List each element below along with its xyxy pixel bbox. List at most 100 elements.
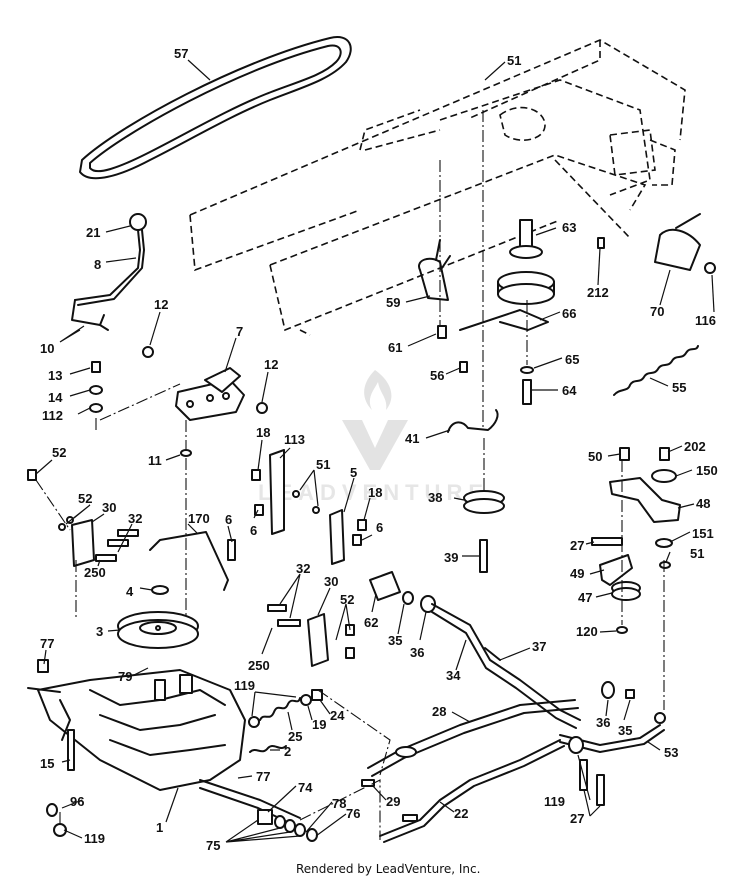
callout-22: 22 <box>454 806 468 821</box>
callout-12: 12 <box>264 357 278 372</box>
right-lower-hardware <box>568 736 605 806</box>
callout-53: 53 <box>664 745 678 760</box>
callout-labels: 57 51 21 8 63 212 70 116 12 10 7 59 66 6… <box>40 46 718 853</box>
callout-37: 37 <box>532 639 546 654</box>
callout-47: 47 <box>578 590 592 605</box>
callout-49: 49 <box>570 566 584 581</box>
callout-30: 30 <box>324 574 338 589</box>
callout-61: 61 <box>388 340 402 355</box>
callout-120: 120 <box>576 624 598 639</box>
callout-55: 55 <box>672 380 686 395</box>
callout-77: 77 <box>40 636 54 651</box>
idler-arm-48 <box>591 447 681 710</box>
callout-18: 18 <box>256 425 270 440</box>
callout-1: 1 <box>156 820 163 835</box>
callout-24: 24 <box>330 708 345 723</box>
callout-32: 32 <box>296 561 310 576</box>
center-brackets <box>251 449 367 565</box>
spring-55 <box>613 345 699 396</box>
callout-41: 41 <box>405 431 419 446</box>
callout-30: 30 <box>102 500 116 515</box>
callout-39: 39 <box>444 550 458 565</box>
callout-4: 4 <box>126 584 134 599</box>
upper-idler-area <box>418 110 716 430</box>
callout-79: 79 <box>118 669 132 684</box>
callout-6: 6 <box>250 523 257 538</box>
callout-28: 28 <box>432 704 446 719</box>
frame <box>189 39 686 336</box>
callout-27: 27 <box>570 538 584 553</box>
left-hardware <box>89 346 268 457</box>
callout-5: 5 <box>350 465 357 480</box>
footer-credit: Rendered by LeadVenture, Inc. <box>296 862 480 876</box>
callout-116: 116 <box>695 313 716 328</box>
callout-59: 59 <box>386 295 400 310</box>
callout-74: 74 <box>298 780 313 795</box>
callout-15: 15 <box>40 756 54 771</box>
callout-64: 64 <box>562 383 577 398</box>
callout-202: 202 <box>684 439 706 454</box>
callout-35: 35 <box>618 723 632 738</box>
callout-112: 112 <box>42 408 63 423</box>
callout-2: 2 <box>284 744 291 759</box>
callout-52: 52 <box>340 592 354 607</box>
callout-18: 18 <box>368 485 382 500</box>
callout-77: 77 <box>256 769 270 784</box>
callout-50: 50 <box>588 449 602 464</box>
callout-14: 14 <box>48 390 63 405</box>
rod-170 <box>149 458 236 620</box>
callout-250: 250 <box>84 565 106 580</box>
callout-6: 6 <box>225 512 232 527</box>
right-bracket-30 <box>267 604 355 667</box>
callout-119: 119 <box>234 678 255 693</box>
callout-32: 32 <box>128 511 142 526</box>
callout-6: 6 <box>376 520 383 535</box>
callout-36: 36 <box>596 715 610 730</box>
callout-48: 48 <box>696 496 710 511</box>
callout-11: 11 <box>148 453 162 468</box>
callout-96: 96 <box>70 794 84 809</box>
callout-7: 7 <box>236 324 243 339</box>
callout-212: 212 <box>587 285 609 300</box>
callout-70: 70 <box>650 304 664 319</box>
callout-34: 34 <box>446 668 461 683</box>
shift-lever <box>71 213 147 331</box>
callout-119: 119 <box>84 831 105 846</box>
callout-19: 19 <box>312 717 326 732</box>
callout-63: 63 <box>562 220 576 235</box>
transaxle-1 <box>27 659 301 827</box>
callout-65: 65 <box>565 352 579 367</box>
mounting-bracket <box>175 367 245 421</box>
callout-51: 51 <box>690 546 704 561</box>
callout-51: 51 <box>507 53 521 68</box>
callout-38: 38 <box>428 490 442 505</box>
callout-52: 52 <box>52 445 66 460</box>
callout-76: 76 <box>346 806 360 821</box>
callout-51: 51 <box>316 457 330 472</box>
callout-170: 170 <box>188 511 210 526</box>
callout-35: 35 <box>388 633 402 648</box>
callout-36: 36 <box>410 645 424 660</box>
callout-151: 151 <box>692 526 714 541</box>
control-rods <box>361 699 579 843</box>
callout-113: 113 <box>284 432 305 447</box>
callout-150: 150 <box>696 463 718 478</box>
callout-66: 66 <box>562 306 576 321</box>
callout-3: 3 <box>96 624 103 639</box>
callout-8: 8 <box>94 257 101 272</box>
callout-56: 56 <box>430 368 444 383</box>
spring-25 <box>248 689 391 776</box>
left-bracket-30 <box>27 469 139 620</box>
leader-lines <box>35 59 715 843</box>
callout-29: 29 <box>386 794 400 809</box>
callout-250: 250 <box>248 658 270 673</box>
callout-12: 12 <box>154 297 168 312</box>
callout-57: 57 <box>174 46 188 61</box>
callout-75: 75 <box>206 838 220 853</box>
callout-25: 25 <box>288 729 302 744</box>
callout-10: 10 <box>40 341 54 356</box>
callout-21: 21 <box>86 225 100 240</box>
callout-78: 78 <box>332 796 346 811</box>
callout-27: 27 <box>570 811 584 826</box>
